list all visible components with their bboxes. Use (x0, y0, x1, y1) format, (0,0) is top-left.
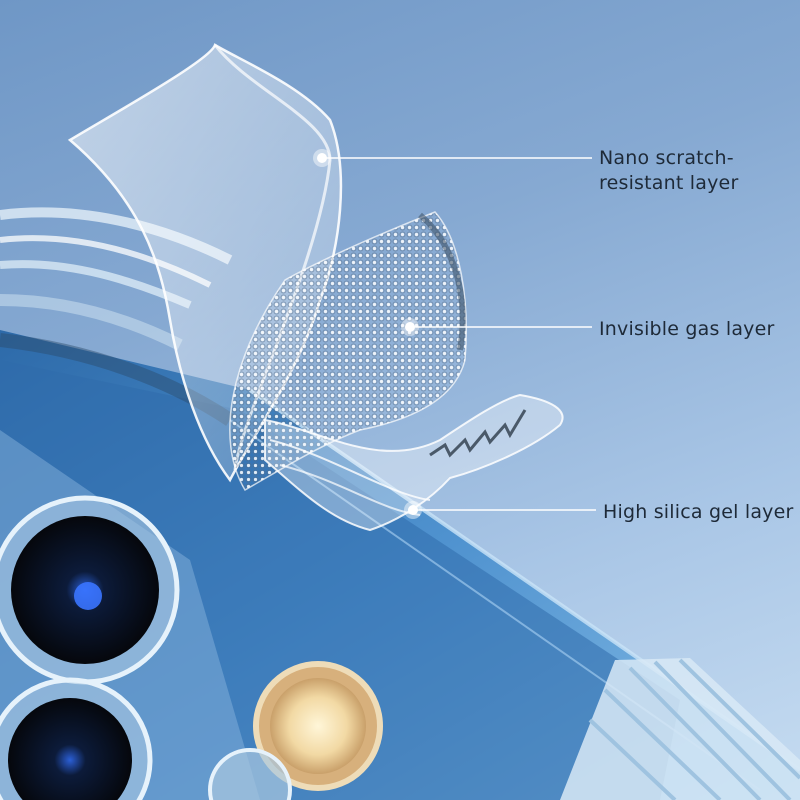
label-line: Nano scratch- (599, 147, 734, 169)
callout-dot-icon (405, 322, 415, 332)
callout-dot-icon (408, 505, 418, 515)
label-nano-scratch-resistant-layer: Nano scratch- resistant layer (599, 146, 738, 196)
label-line: High silica gel layer (603, 501, 794, 523)
invisible-gas-layer-mesh (229, 211, 467, 492)
label-line: Invisible gas layer (599, 318, 775, 340)
callout-dot-icon (317, 153, 327, 163)
case-corner-ridges (560, 658, 800, 800)
label-invisible-gas-layer: Invisible gas layer (599, 317, 775, 342)
camera-module (0, 430, 383, 800)
camera-lens-icon (8, 698, 132, 800)
high-silica-gel-layer (264, 393, 564, 532)
callout-gel (404, 501, 596, 519)
label-line: resistant layer (599, 172, 739, 194)
callout-nano (313, 149, 592, 167)
callout-gas (401, 318, 592, 336)
label-high-silica-gel-layer: High silica gel layer (603, 500, 794, 525)
